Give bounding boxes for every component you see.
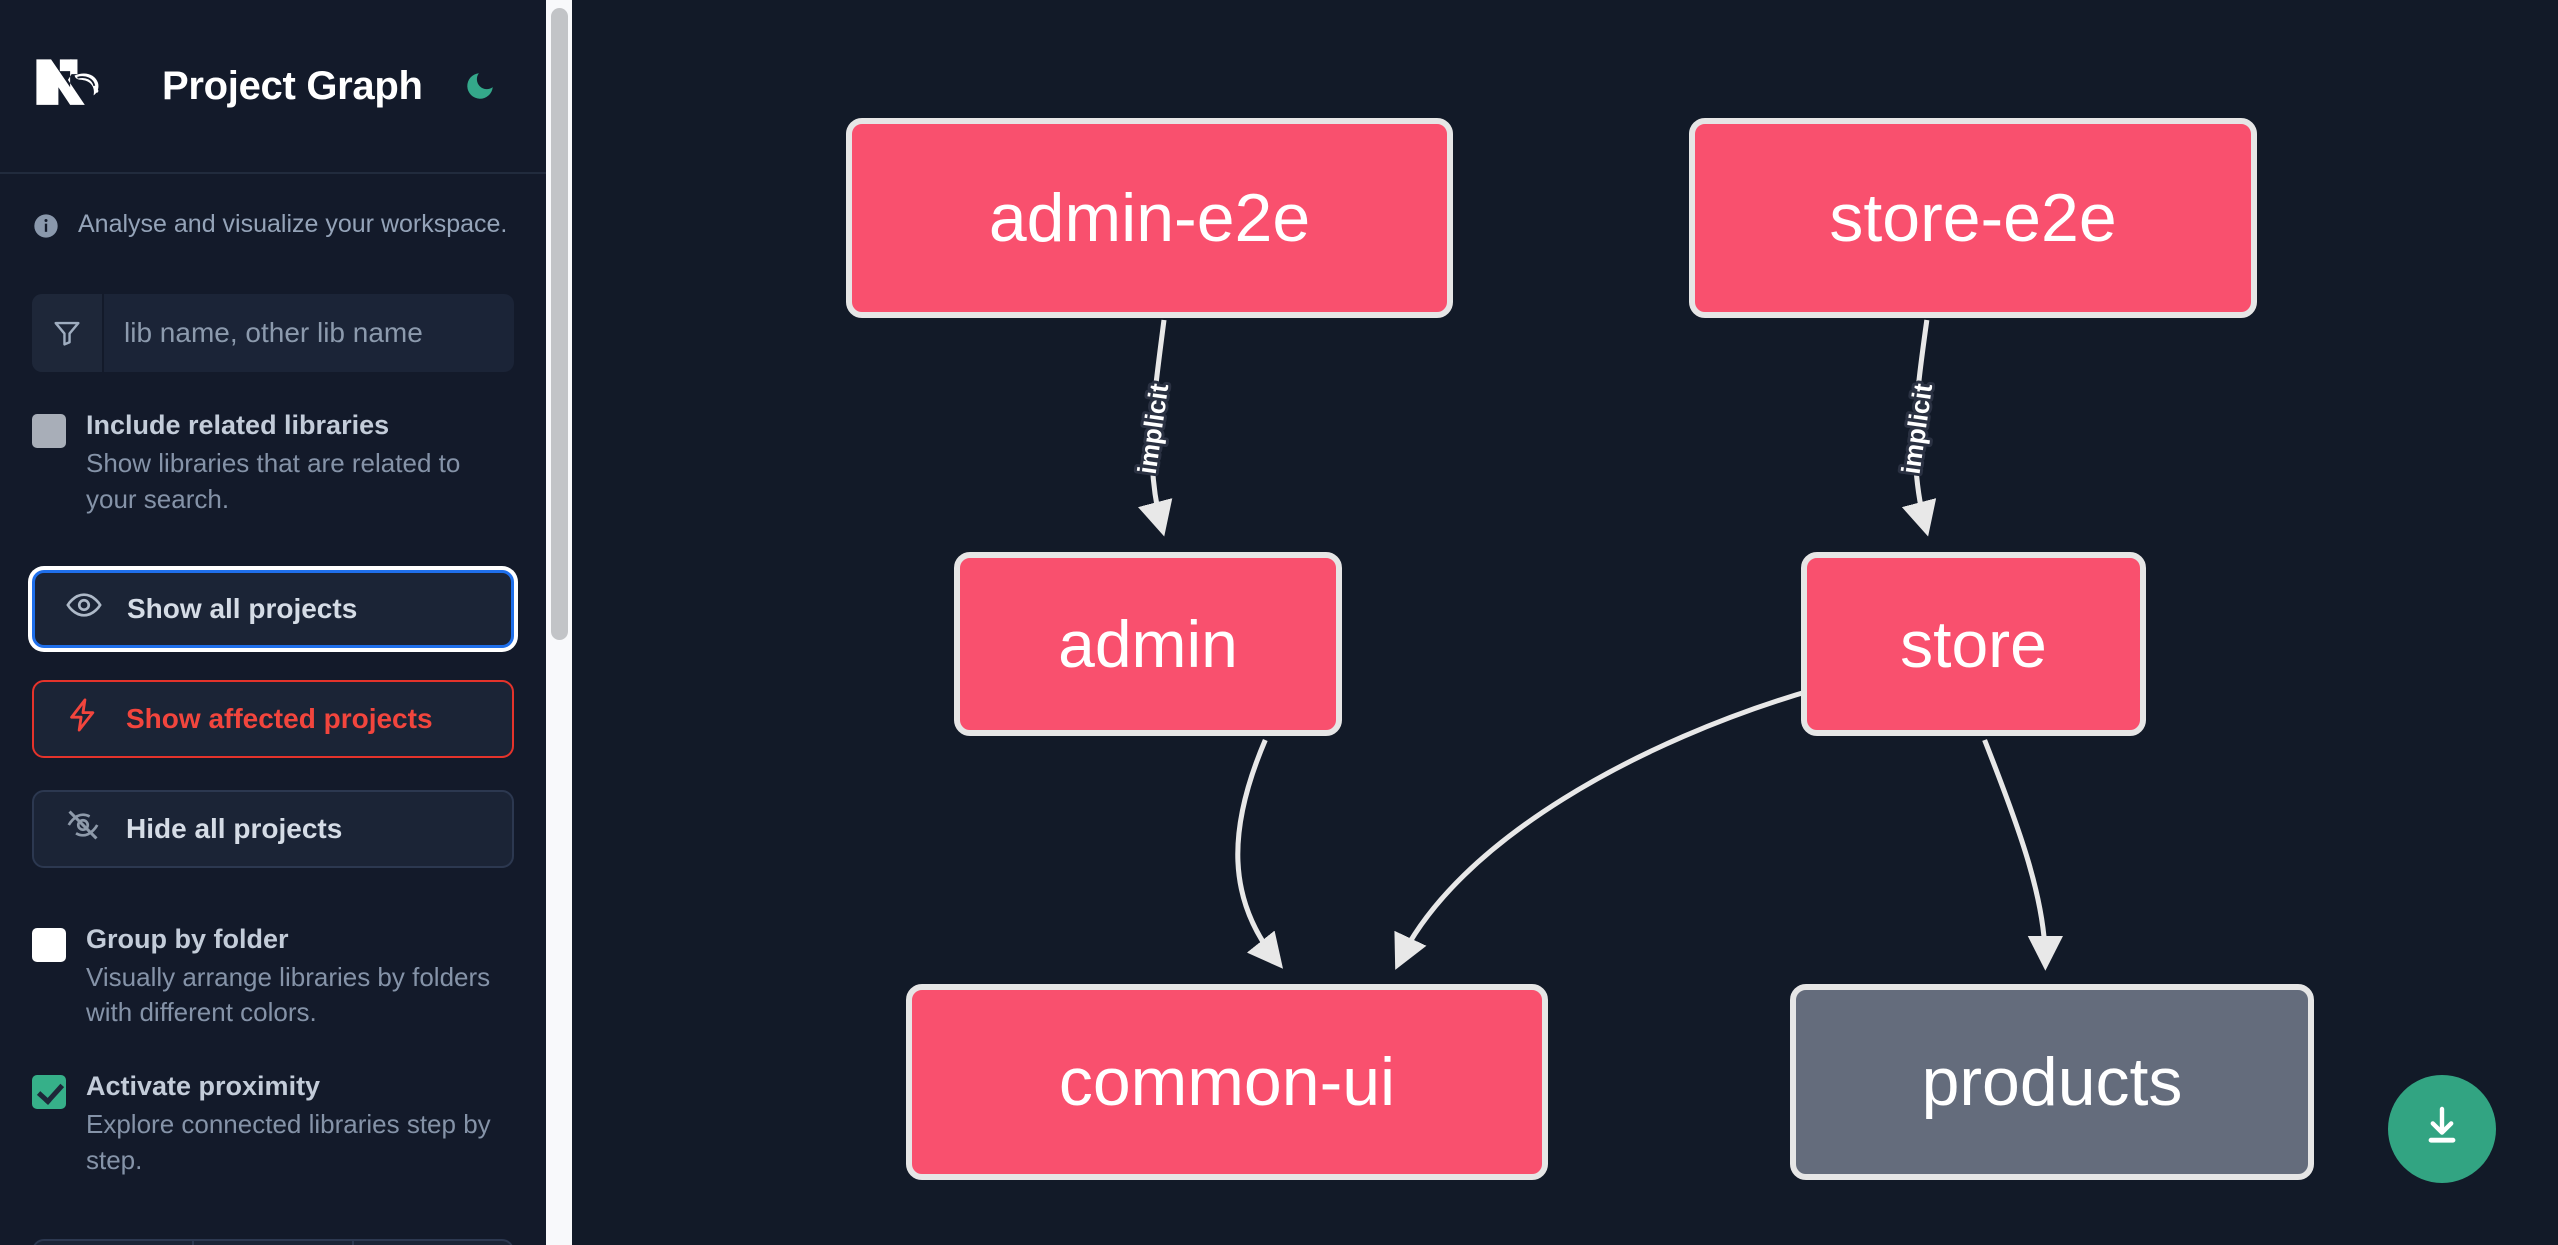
page-title: Project Graph bbox=[162, 63, 423, 108]
edge-store-e2e-to-store bbox=[1901, 319, 1937, 537]
show-affected-projects-button[interactable]: Show affected projects bbox=[32, 679, 514, 758]
graph-node-store-e2e[interactable]: store-e2e bbox=[1689, 118, 2257, 318]
edge-label-admin-e2e-implicit: implicit bbox=[1132, 381, 1175, 476]
include-related-libraries-checkbox[interactable] bbox=[32, 413, 66, 448]
graph-node-products[interactable]: products bbox=[1790, 984, 2314, 1180]
activate-proximity-label: Activate proximity bbox=[86, 1071, 321, 1102]
download-graph-button[interactable] bbox=[2388, 1075, 2496, 1183]
checkbox-include-related-libraries[interactable]: Include related libraries Show libraries… bbox=[32, 410, 514, 518]
graph-node-store[interactable]: store bbox=[1801, 552, 2146, 736]
edge-store-to-common-ui bbox=[1394, 687, 1814, 970]
moon-icon[interactable] bbox=[459, 65, 501, 107]
search-input[interactable] bbox=[104, 293, 514, 372]
hide-all-projects-label: Hide all projects bbox=[126, 812, 343, 844]
proximity-step-decrease[interactable] bbox=[32, 1239, 194, 1245]
proximity-step-increase[interactable] bbox=[354, 1239, 514, 1245]
nx-logo-icon bbox=[32, 55, 120, 117]
workspace-info: Analyse and visualize your workspace. bbox=[32, 174, 514, 242]
graph-node-common-ui[interactable]: common-ui bbox=[906, 984, 1548, 1180]
graph-node-admin-e2e[interactable]: admin-e2e bbox=[846, 118, 1453, 318]
show-affected-projects-label: Show affected projects bbox=[126, 702, 433, 734]
edge-admin-e2e-to-admin bbox=[1138, 319, 1173, 537]
checkbox-group-by-folder[interactable]: Group by folder Visually arrange librari… bbox=[32, 924, 514, 1032]
info-icon bbox=[32, 212, 60, 240]
proximity-stepper-control[interactable] bbox=[32, 1239, 514, 1245]
checkbox-activate-proximity[interactable]: Activate proximity Explore connected lib… bbox=[32, 1071, 514, 1179]
graph-node-admin[interactable]: admin bbox=[954, 552, 1342, 736]
group-by-folder-checkbox[interactable] bbox=[32, 927, 66, 962]
sidebar-scrollbar-thumb[interactable] bbox=[551, 8, 568, 640]
activate-proximity-checkbox[interactable] bbox=[32, 1075, 66, 1110]
sidebar-header: Project Graph bbox=[0, 0, 546, 174]
proximity-step-value[interactable] bbox=[194, 1239, 354, 1245]
include-related-libraries-description: Show libraries that are related to your … bbox=[86, 447, 461, 514]
activate-proximity-description: Explore connected libraries step by step… bbox=[86, 1109, 491, 1176]
sidebar-body: Analyse and visualize your workspace. In… bbox=[0, 174, 546, 1245]
workspace-info-text: Analyse and visualize your workspace. bbox=[78, 210, 508, 238]
sidebar: Project Graph Analyse and visualize your… bbox=[0, 0, 546, 1245]
show-all-projects-button[interactable]: Show all projects bbox=[32, 569, 514, 648]
hide-all-projects-button[interactable]: Hide all projects bbox=[32, 789, 514, 868]
edge-label-store-e2e-implicit: implicit bbox=[1895, 381, 1938, 476]
group-by-folder-label: Group by folder bbox=[86, 923, 289, 954]
search-box[interactable] bbox=[32, 293, 514, 372]
include-related-libraries-label: Include related libraries bbox=[86, 409, 390, 440]
eye-slash-icon bbox=[64, 806, 102, 851]
lightning-icon bbox=[64, 696, 102, 741]
edge-store-to-products bbox=[1982, 739, 2064, 971]
filter-icon bbox=[32, 293, 104, 372]
sidebar-scrollbar[interactable] bbox=[546, 0, 572, 1245]
download-icon bbox=[2418, 1103, 2466, 1156]
group-by-folder-description: Visually arrange libraries by folders wi… bbox=[86, 961, 491, 1028]
edge-admin-to-common-ui bbox=[1235, 739, 1284, 969]
graph-canvas[interactable]: implicit implicit admin-e2e store-e2e ad… bbox=[546, 0, 2558, 1245]
eye-icon bbox=[65, 586, 103, 631]
show-all-projects-label: Show all projects bbox=[127, 592, 358, 624]
